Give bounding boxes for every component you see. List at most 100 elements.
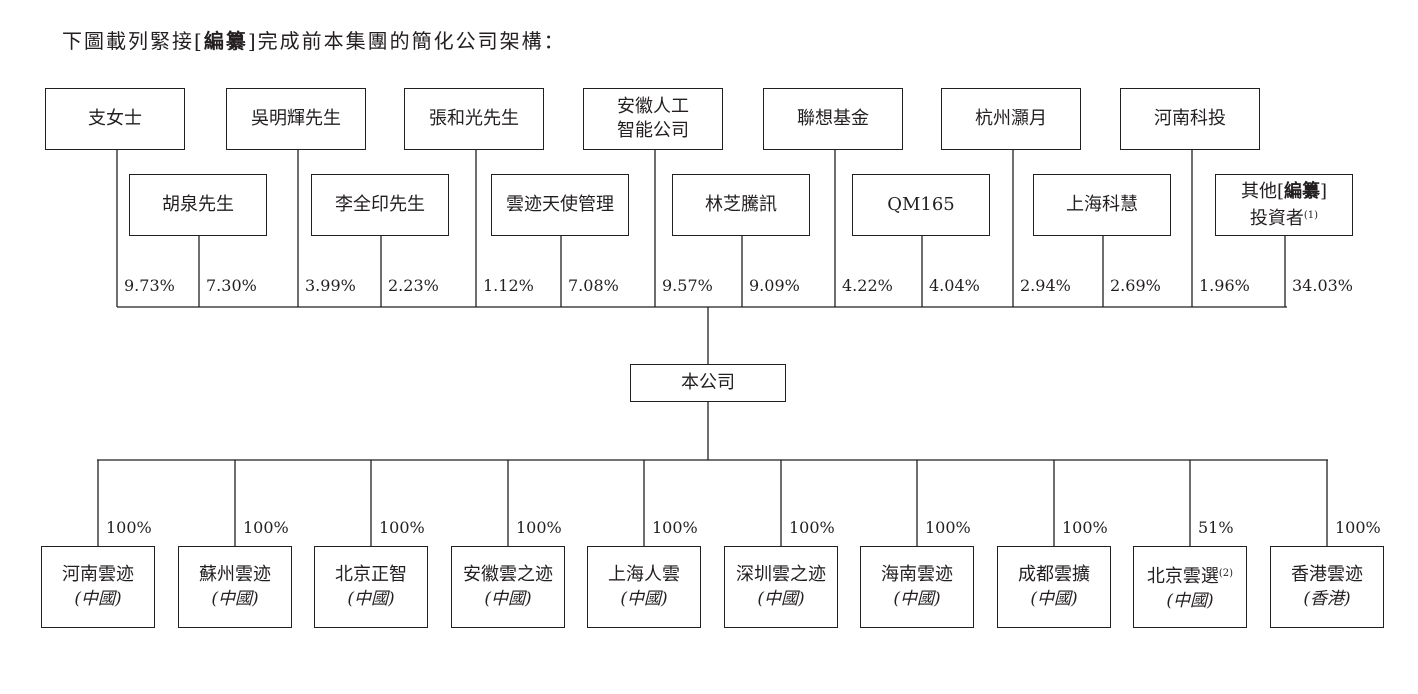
shareholder-name-after: ]	[1320, 180, 1328, 202]
shareholder-box: 安徽人工智能公司	[583, 88, 723, 150]
subsidiary-percentage: 100%	[516, 518, 562, 537]
subsidiary-percentage: 100%	[379, 518, 425, 537]
shareholding-percentage: 4.04%	[929, 276, 980, 295]
shareholding-percentage: 3.99%	[305, 276, 356, 295]
shareholder-name-text: 聯想基金	[797, 108, 869, 129]
shareholder-box: QM165	[852, 174, 990, 236]
intro-before: 下圖載列緊接[	[62, 29, 204, 53]
shareholding-percentage: 1.12%	[483, 276, 534, 295]
subsidiary-name: 河南雲迹	[62, 563, 134, 587]
shareholder-box: 河南科投	[1120, 88, 1260, 150]
shareholder-name: 張和光先生	[429, 107, 519, 131]
footnote-marker: (1)	[1303, 209, 1319, 221]
shareholding-percentage: 34.03%	[1292, 276, 1354, 295]
shareholder-box: 張和光先生	[404, 88, 544, 150]
shareholder-name-text: 吳明輝先生	[251, 108, 341, 129]
shareholder-box: 林芝騰訊	[672, 174, 810, 236]
subsidiary-name: 北京正智	[335, 563, 407, 587]
subsidiary-percentage: 100%	[106, 518, 152, 537]
intro-text: 下圖載列緊接[編纂]完成前本集團的簡化公司架構：	[62, 25, 566, 54]
subsidiary-percentage: 100%	[1062, 518, 1108, 537]
subsidiary-location: (中國)	[347, 589, 395, 609]
shareholding-percentage: 9.73%	[124, 276, 175, 295]
shareholder-name2-text: 智能公司	[617, 120, 689, 141]
subsidiary-name-text: 北京正智	[335, 564, 407, 585]
shareholding-percentage: 9.57%	[662, 276, 713, 295]
subsidiary-location: (香港)	[1303, 589, 1351, 609]
shareholder-box: 聯想基金	[763, 88, 903, 150]
subsidiary-name: 安徽雲之迹	[463, 563, 553, 587]
shareholder-box: 李全印先生	[311, 174, 449, 236]
subsidiary-percentage: 100%	[789, 518, 835, 537]
shareholding-percentage: 7.30%	[206, 276, 257, 295]
shareholder-name: 雲迹天使管理	[506, 193, 614, 217]
shareholder-name-text: 張和光先生	[429, 108, 519, 129]
shareholding-percentage: 2.23%	[388, 276, 439, 295]
footnote-marker: (2)	[1218, 567, 1234, 579]
subsidiary-name: 蘇州雲迹	[199, 563, 271, 587]
subsidiary-box: 河南雲迹(中國)	[41, 546, 155, 628]
subsidiary-name: 上海人雲	[608, 563, 680, 587]
shareholder-name-text: 杭州灝月	[975, 108, 1047, 129]
shareholder-name-line2: 投資者(1)	[1250, 204, 1318, 231]
subsidiary-box: 蘇州雲迹(中國)	[178, 546, 292, 628]
shareholder-name: QM165	[887, 193, 955, 217]
subsidiary-location: (中國)	[620, 589, 668, 609]
shareholder-name: 河南科投	[1154, 107, 1226, 131]
shareholder-name-line2: 智能公司	[617, 119, 689, 143]
subsidiary-percentage: 100%	[243, 518, 289, 537]
subsidiary-name: 成都雲擴	[1018, 563, 1090, 587]
shareholder-name: 杭州灝月	[975, 107, 1047, 131]
shareholder-box: 吳明輝先生	[226, 88, 366, 150]
subsidiary-box: 北京正智 (中國)	[314, 546, 428, 628]
shareholder-name-text: 李全印先生	[335, 194, 425, 215]
shareholder-name-text: 支女士	[88, 108, 142, 129]
subsidiary-name-text: 香港雲迹	[1291, 564, 1363, 585]
subsidiary-box: 北京雲選(2)(中國)	[1133, 546, 1247, 628]
shareholder-name: 支女士	[88, 107, 142, 131]
intro-after: ]完成前本集團的簡化公司架構：	[247, 29, 566, 53]
shareholding-percentage: 2.94%	[1020, 276, 1071, 295]
shareholder-name-text: 雲迹天使管理	[506, 194, 614, 215]
shareholder-box: 雲迹天使管理	[491, 174, 629, 236]
subsidiary-location: (中國)	[211, 589, 259, 609]
shareholder-name: 林芝騰訊	[705, 193, 777, 217]
shareholding-percentage: 1.96%	[1199, 276, 1250, 295]
shareholder-name-bold: 編纂	[1284, 180, 1320, 202]
subsidiary-name: 北京雲選(2)	[1147, 562, 1233, 589]
company-name: 本公司	[681, 372, 735, 393]
subsidiary-box: 安徽雲之迹(中國)	[451, 546, 565, 628]
shareholder-name: 李全印先生	[335, 193, 425, 217]
subsidiary-name-text: 上海人雲	[608, 564, 680, 585]
shareholder-name-text: QM165	[887, 194, 955, 215]
subsidiary-percentage: 51%	[1198, 518, 1234, 537]
subsidiary-name-text: 成都雲擴	[1018, 564, 1090, 585]
subsidiary-percentage: 100%	[925, 518, 971, 537]
subsidiary-box: 海南雲迹(中國)	[860, 546, 974, 628]
shareholder-name: 上海科慧	[1066, 193, 1138, 217]
subsidiary-name: 海南雲迹	[881, 563, 953, 587]
subsidiary-location: (中國)	[1166, 590, 1214, 611]
subsidiary-box: 香港雲迹 (香港)	[1270, 546, 1384, 628]
subsidiary-box: 深圳雲之迹(中國)	[724, 546, 838, 628]
shareholder-name-text: 其他[	[1240, 180, 1284, 202]
subsidiary-box: 成都雲擴(中國)	[997, 546, 1111, 628]
subsidiary-name-text: 安徽雲之迹	[463, 564, 553, 585]
subsidiary-location: (中國)	[74, 589, 122, 609]
shareholding-percentage: 7.08%	[568, 276, 619, 295]
shareholder-name-text: 胡泉先生	[162, 194, 234, 215]
subsidiary-location: (中國)	[893, 589, 941, 609]
shareholder-name: 安徽人工	[617, 95, 689, 119]
subsidiary-name-text: 深圳雲之迹	[736, 564, 826, 585]
subsidiary-name-text: 北京雲選	[1146, 565, 1219, 587]
shareholder-name-text: 安徽人工	[617, 96, 689, 117]
shareholder-box: 胡泉先生	[129, 174, 267, 236]
shareholding-percentage: 9.09%	[749, 276, 800, 295]
shareholder-name: 吳明輝先生	[251, 107, 341, 131]
shareholder-box: 其他[編纂]投資者(1)	[1215, 174, 1353, 236]
shareholder-box: 杭州灝月	[941, 88, 1081, 150]
shareholder-name-text: 上海科慧	[1066, 194, 1138, 215]
subsidiary-name: 香港雲迹	[1291, 563, 1363, 587]
company-box: 本公司	[630, 364, 786, 402]
shareholder-name: 聯想基金	[797, 107, 869, 131]
